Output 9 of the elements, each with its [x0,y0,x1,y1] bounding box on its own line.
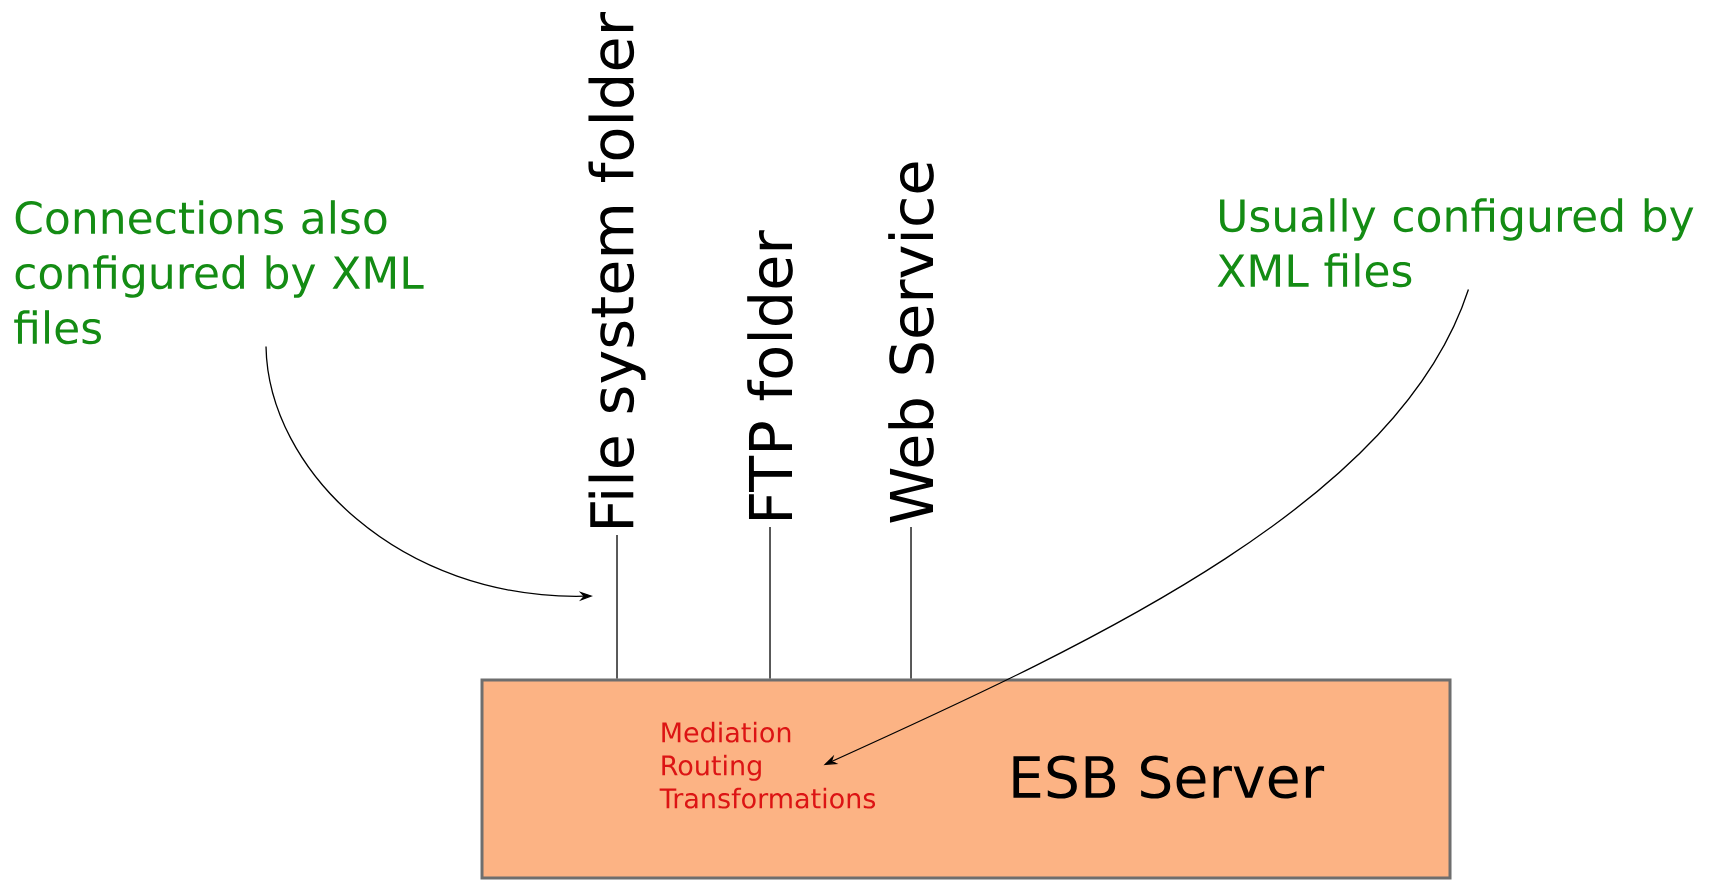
connection-label: FTP folder [747,230,793,519]
annotation-text: Connections also configured by XML files [14,200,424,345]
connection-label: Web Service [888,162,934,523]
function-list: Mediation Routing Transformations [659,721,876,809]
connector-line [769,526,771,680]
connector-line [616,534,618,680]
annotation-text: Usually configured by XML files [1217,198,1694,288]
connection-label: File system folder [588,12,646,527]
connector-line [910,526,912,680]
